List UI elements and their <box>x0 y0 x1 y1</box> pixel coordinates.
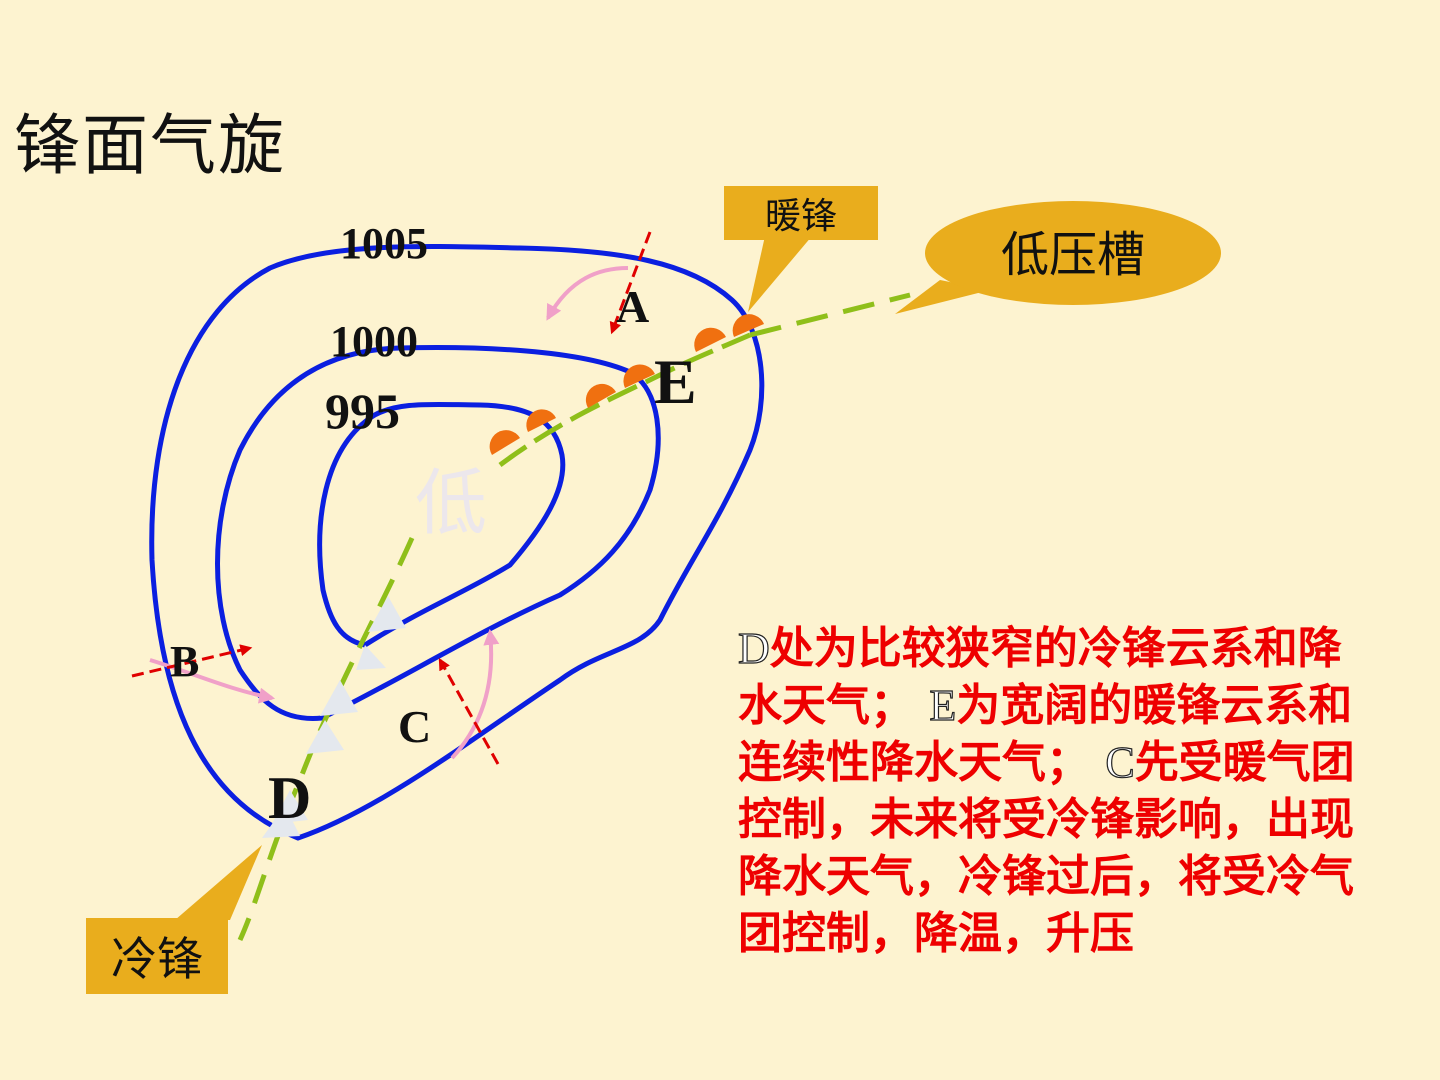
point-e-label: E <box>654 346 697 417</box>
explanation-key-e: E <box>929 680 957 730</box>
trough-line <box>749 292 911 338</box>
isobar-label-1000: 1000 <box>330 317 418 366</box>
explanation-key-c: C <box>1105 737 1136 787</box>
isobar-995 <box>317 401 566 648</box>
explanation-e-text: 为宽阔的暖锋云系和连续性降水天气； <box>738 680 1353 788</box>
cold-front-markers <box>262 596 406 838</box>
page-title: 锋面气旋 <box>14 107 286 184</box>
point-c-markers <box>438 628 500 765</box>
low-center-label: 低 <box>415 461 487 545</box>
point-d-label: D <box>268 765 311 831</box>
point-b-label: B <box>170 637 199 686</box>
explanation-key-d: D <box>737 623 770 673</box>
isobar-1005 <box>149 244 765 841</box>
point-c-label: C <box>398 701 431 752</box>
isobar-label-1005: 1005 <box>340 219 428 268</box>
point-b-markers <box>131 644 276 704</box>
warm-front-line <box>498 332 751 468</box>
trough-callout-text: 低压槽 <box>1001 227 1145 283</box>
cold-front-callout: 冷锋 <box>86 845 262 994</box>
isobar-label-995: 995 <box>325 383 400 439</box>
isobar-1000 <box>215 345 661 721</box>
warm-front-callout: 暖锋 <box>724 186 878 312</box>
explanation-text: D处为比较狭窄的冷锋云系和降水天气； E为宽阔的暖锋云系和连续性降水天气； C先… <box>737 620 1378 962</box>
explanation-d-text: 处为比较狭窄的冷锋云系和降水天气； <box>738 623 1342 731</box>
cold-front-callout-text: 冷锋 <box>111 932 203 986</box>
point-a-label: A <box>616 281 649 332</box>
explanation-c-text: 先受暖气团控制，未来将受冷锋影响，出现降水天气，冷锋过后，将受冷气团控制，降温，… <box>738 737 1355 959</box>
point-a-markers <box>546 231 652 335</box>
warm-front-markers <box>489 314 764 455</box>
cold-front-line <box>237 536 415 942</box>
trough-callout: 低压槽 <box>895 201 1221 314</box>
warm-front-callout-text: 暖锋 <box>765 196 837 237</box>
